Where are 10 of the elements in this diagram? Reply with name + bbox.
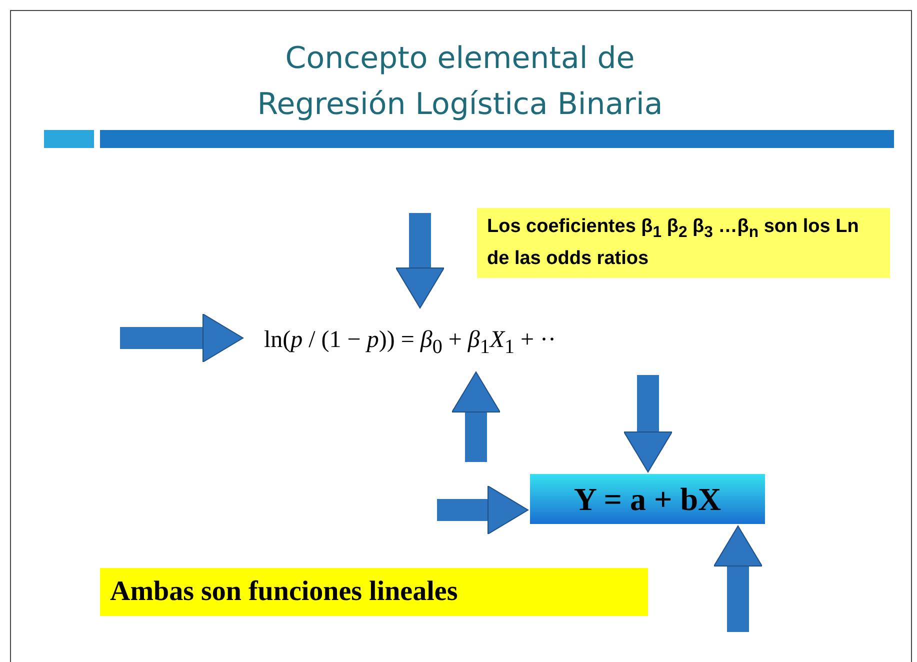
slide-title: Concepto elemental de Regresión Logística Binaria: [256, 40, 664, 124]
equation-box: Y = a + bX: [530, 474, 765, 524]
block-arrow: [624, 375, 672, 472]
equation: ln(p / (1 − p)) = β$_{0}$ + β$_{1}$X$_{1}$ + ··: [245, 310, 575, 377]
block-arrow: [437, 486, 528, 534]
block-arrow: [120, 314, 244, 362]
statement-box: Ambas son funciones lineales: [100, 568, 648, 616]
block-arrow: [714, 526, 762, 632]
note-box: Los coeficientes β$_{1}$ β$_{2}$ β$_{3}$ …β$_{n}$ son los Ln de las odds ratios: [477, 208, 890, 278]
block-arrow: [452, 372, 500, 462]
